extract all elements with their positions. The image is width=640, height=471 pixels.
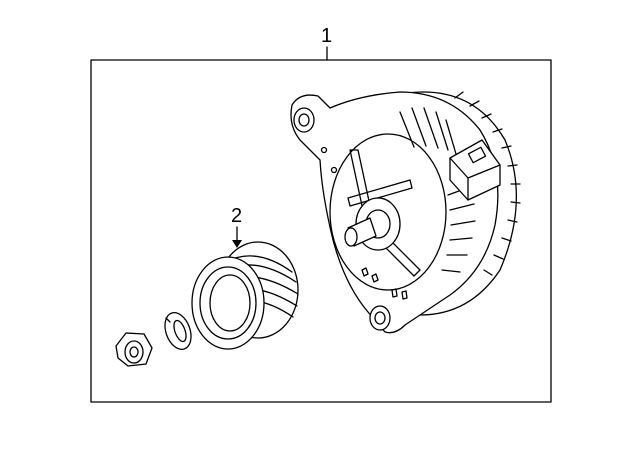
nut-icon [115, 332, 153, 367]
callout-1-label: 1 [321, 25, 332, 47]
alternator-icon [290, 91, 521, 334]
pulley-icon [191, 241, 299, 350]
washer-icon [164, 312, 192, 350]
callout-2-arrowhead [232, 240, 242, 248]
callout-2-label: 2 [231, 205, 242, 227]
diagram-frame [90, 59, 552, 403]
